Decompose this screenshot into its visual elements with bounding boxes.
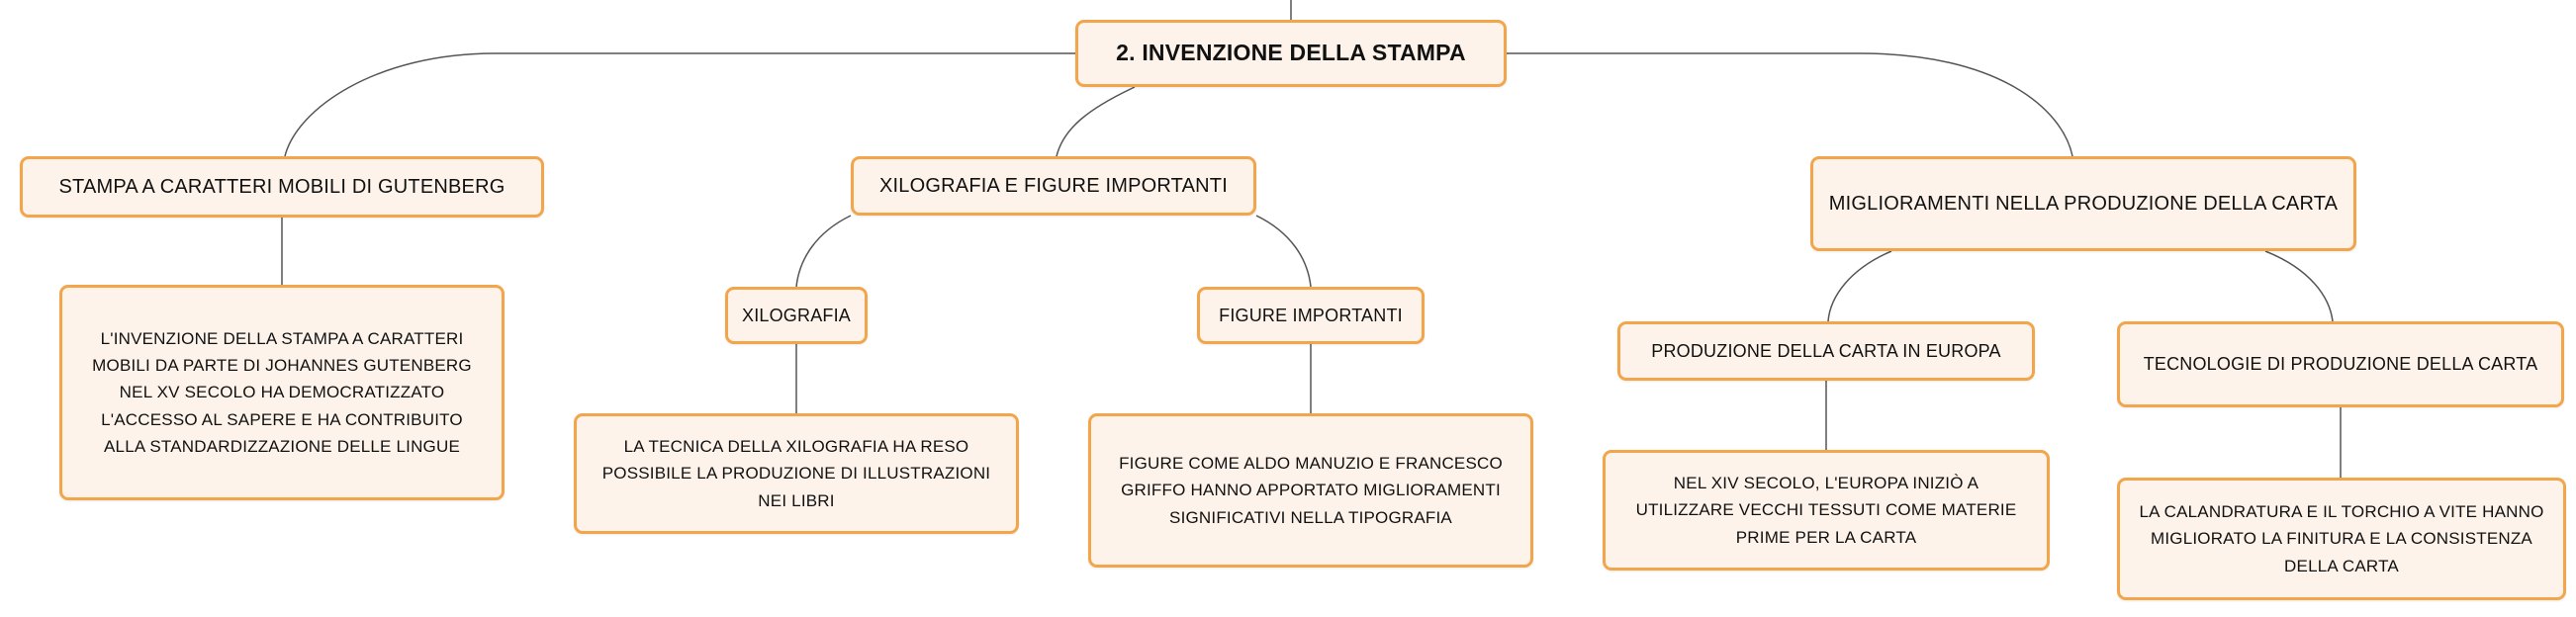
connector-root-xilografia-figure bbox=[1056, 86, 1136, 157]
node-carta-tecnologie-desc[interactable]: LA CALANDRATURA E IL TORCHIO A VITE HANN… bbox=[2117, 478, 2566, 600]
node-xilografia[interactable]: XILOGRAFIA bbox=[725, 287, 868, 344]
node-carta-europa-desc[interactable]: NEL XIV SECOLO, L'EUROPA INIZIÒ A UTILIZ… bbox=[1603, 450, 2050, 571]
connector-carta-europa bbox=[1827, 250, 1892, 322]
node-carta-europa[interactable]: PRODUZIONE DELLA CARTA IN EUROPA bbox=[1617, 321, 2035, 381]
node-xilografia-figure[interactable]: XILOGRAFIA E FIGURE IMPORTANTI bbox=[851, 156, 1256, 216]
node-xilografia-desc[interactable]: LA TECNICA DELLA XILOGRAFIA HA RESO POSS… bbox=[574, 413, 1019, 534]
node-carta-tecnologie[interactable]: TECNOLOGIE DI PRODUZIONE DELLA CARTA bbox=[2117, 321, 2564, 407]
root-node[interactable]: 2. INVENZIONE DELLA STAMPA bbox=[1075, 20, 1507, 87]
connector-root-gutenberg bbox=[284, 52, 1075, 157]
connector-root-carta bbox=[1507, 52, 2073, 157]
connector-xf-figure bbox=[1255, 215, 1312, 288]
node-figure-desc[interactable]: FIGURE COME ALDO MANUZIO E FRANCESCO GRI… bbox=[1088, 413, 1533, 568]
node-gutenberg-desc[interactable]: L'INVENZIONE DELLA STAMPA A CARATTERI MO… bbox=[59, 285, 505, 500]
node-figure-importanti[interactable]: FIGURE IMPORTANTI bbox=[1197, 287, 1425, 344]
connector-xf-xilografia bbox=[795, 215, 852, 288]
node-gutenberg[interactable]: STAMPA A CARATTERI MOBILI DI GUTENBERG bbox=[20, 156, 544, 218]
connector-carta-tecnologie bbox=[2264, 250, 2334, 322]
node-carta[interactable]: MIGLIORAMENTI NELLA PRODUZIONE DELLA CAR… bbox=[1810, 156, 2356, 251]
